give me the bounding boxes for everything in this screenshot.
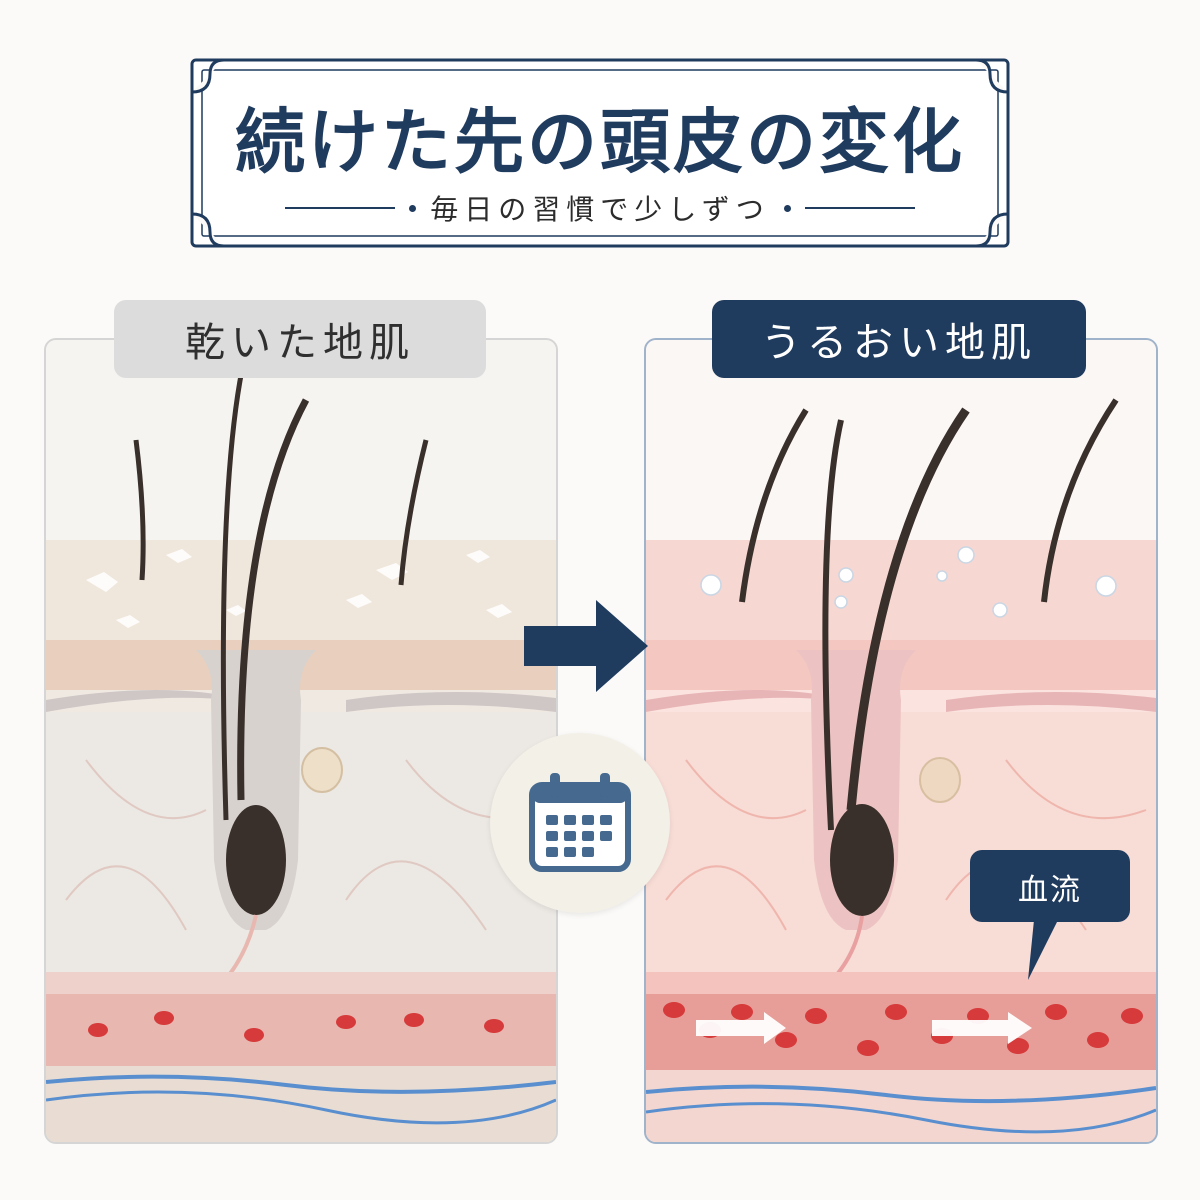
- sebaceous-gland: [301, 747, 343, 793]
- right-arrow-icon: [524, 600, 648, 692]
- hair-bulb: [830, 804, 894, 916]
- page-title: 続けた先の頭皮の変化: [235, 100, 965, 183]
- vein: [46, 1074, 556, 1094]
- subtitle-dot-right: [783, 204, 791, 212]
- title-frame: [190, 58, 1010, 248]
- page-subtitle: 毎日の習慣で少しずつ: [430, 193, 770, 226]
- flow-arrows: [696, 1012, 1032, 1044]
- blood-vessel: [46, 994, 556, 1066]
- red-blood-cells: [88, 1011, 504, 1042]
- hair-bulb: [226, 805, 286, 915]
- title-plate: 続けた先の頭皮の変化 毎日の習慣で少しずつ: [190, 58, 1010, 248]
- subtitle-rule-left: [285, 207, 396, 209]
- fat-layer: [46, 972, 556, 994]
- subtitle-dot-left: [409, 204, 417, 212]
- skin-surface: [646, 540, 1156, 640]
- dry-scalp-label: 乾いた地肌: [114, 300, 486, 378]
- dermis-layer: [46, 712, 556, 972]
- calendar-icon: [529, 773, 631, 872]
- hair-strand-right: [1041, 398, 1119, 603]
- speech-bubble-icon: [970, 850, 1130, 980]
- dermis-layer: [646, 712, 1156, 972]
- hair-strand-right: [398, 439, 429, 586]
- sebaceous-gland: [919, 757, 961, 803]
- skin-surface: [46, 540, 556, 640]
- moist-scalp-illustration: [646, 340, 1156, 1142]
- calendar-badge: [490, 733, 670, 913]
- moisture-droplets: [700, 546, 1117, 618]
- vein: [646, 1084, 1156, 1104]
- dry-scalp-panel: [44, 338, 558, 1144]
- hair-strand-center: [822, 419, 844, 831]
- hair-strand-left: [739, 408, 809, 603]
- dry-scalp-illustration: [46, 340, 556, 1142]
- hair-strand-center: [220, 359, 247, 821]
- moist-scalp-panel: [644, 338, 1158, 1144]
- subtitle-row: 毎日の習慣で少しずつ: [190, 188, 1010, 228]
- dry-flakes: [86, 549, 512, 628]
- subtitle-rule-right: [804, 207, 915, 209]
- blood-flow-label: 血流: [1018, 873, 1082, 908]
- blood-flow-callout: 血流: [970, 850, 1130, 990]
- dermis-fibers: [665, 759, 1147, 931]
- hair-strand-left: [133, 439, 146, 581]
- moist-scalp-label: うるおい地肌: [712, 300, 1086, 378]
